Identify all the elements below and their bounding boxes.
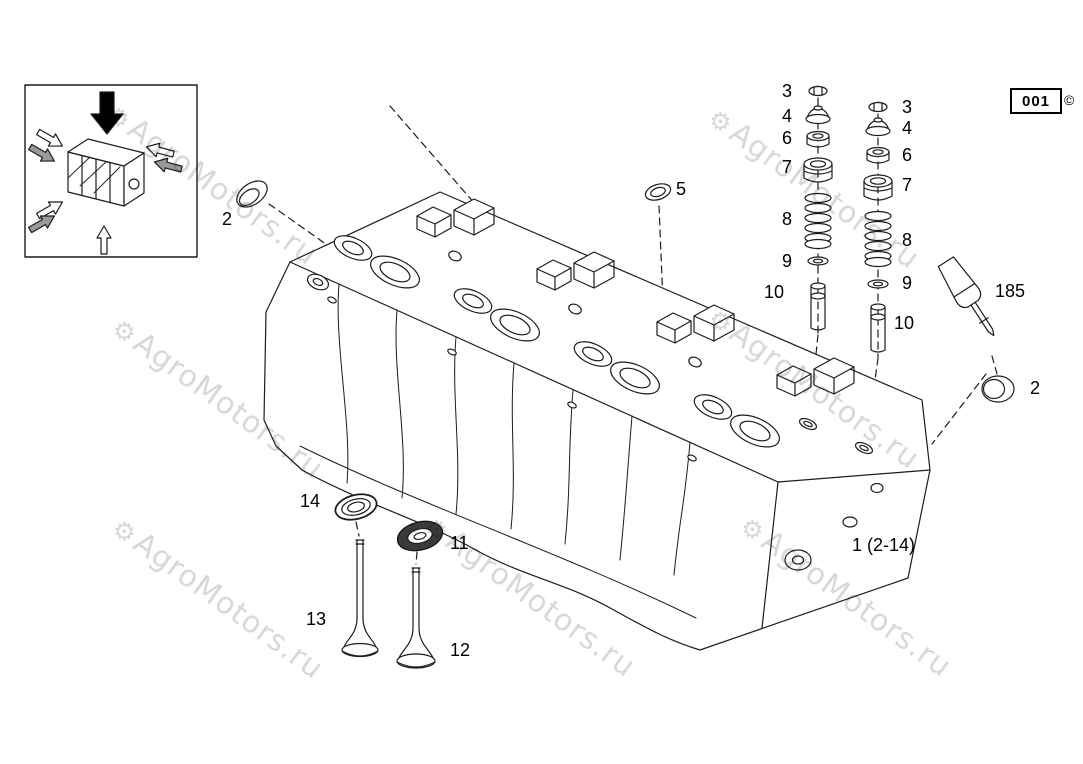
callout-part-8-right[interactable]: 8 xyxy=(902,230,913,250)
back-towers xyxy=(453,198,855,395)
part-seal-11 xyxy=(396,520,444,552)
pedestals xyxy=(416,206,812,397)
callout-part-10-left[interactable]: 10 xyxy=(763,282,784,302)
down-arrow-icon xyxy=(90,91,124,135)
callout-part-12[interactable]: 12 xyxy=(450,640,471,660)
callout-part-13[interactable]: 13 xyxy=(306,609,327,629)
part-plug-left xyxy=(236,180,268,208)
callout-part-6-left[interactable]: 6 xyxy=(781,128,792,148)
valve-stack-left xyxy=(803,85,833,331)
callout-part-8-left[interactable]: 8 xyxy=(781,209,792,229)
sheet-number-box: 001 xyxy=(1010,88,1062,114)
part-valve-13 xyxy=(341,539,379,658)
callout-part-5[interactable]: 5 xyxy=(676,179,687,199)
part-tool-185 xyxy=(937,256,995,337)
direction-arrows-icon xyxy=(28,128,183,255)
callout-assembly-1[interactable]: 1 (2-14) xyxy=(852,535,916,555)
callout-part-7-left[interactable]: 7 xyxy=(781,157,792,177)
callout-part-6-right[interactable]: 6 xyxy=(902,145,913,165)
copyright-symbol: © xyxy=(1064,92,1075,108)
callout-part-9-left[interactable]: 9 xyxy=(781,251,792,271)
part-valve-12 xyxy=(396,567,436,669)
callout-part-2-left[interactable]: 2 xyxy=(222,209,233,229)
deck-details xyxy=(306,235,874,462)
callout-part-4-right[interactable]: 4 xyxy=(902,118,913,138)
valve-stack-right xyxy=(863,101,893,353)
callout-part-4-left[interactable]: 4 xyxy=(781,106,792,126)
part-seal-14 xyxy=(334,493,378,521)
callout-part-14[interactable]: 14 xyxy=(300,491,321,511)
callout-part-2-right[interactable]: 2 xyxy=(1030,378,1041,398)
callout-part-11[interactable]: 11 xyxy=(450,533,469,553)
callout-part-185[interactable]: 185 xyxy=(995,281,1026,301)
callout-part-3-right[interactable]: 3 xyxy=(902,97,913,117)
callout-part-7-right[interactable]: 7 xyxy=(902,175,913,195)
orientation-inset xyxy=(24,84,198,258)
callout-part-3-left[interactable]: 3 xyxy=(781,81,792,101)
cylinder-head-body xyxy=(263,191,931,651)
part-plug-right xyxy=(981,375,1015,403)
part-seal-ring-5 xyxy=(644,183,672,201)
callout-part-9-right[interactable]: 9 xyxy=(902,273,913,293)
callout-part-10-right[interactable]: 10 xyxy=(894,313,915,333)
